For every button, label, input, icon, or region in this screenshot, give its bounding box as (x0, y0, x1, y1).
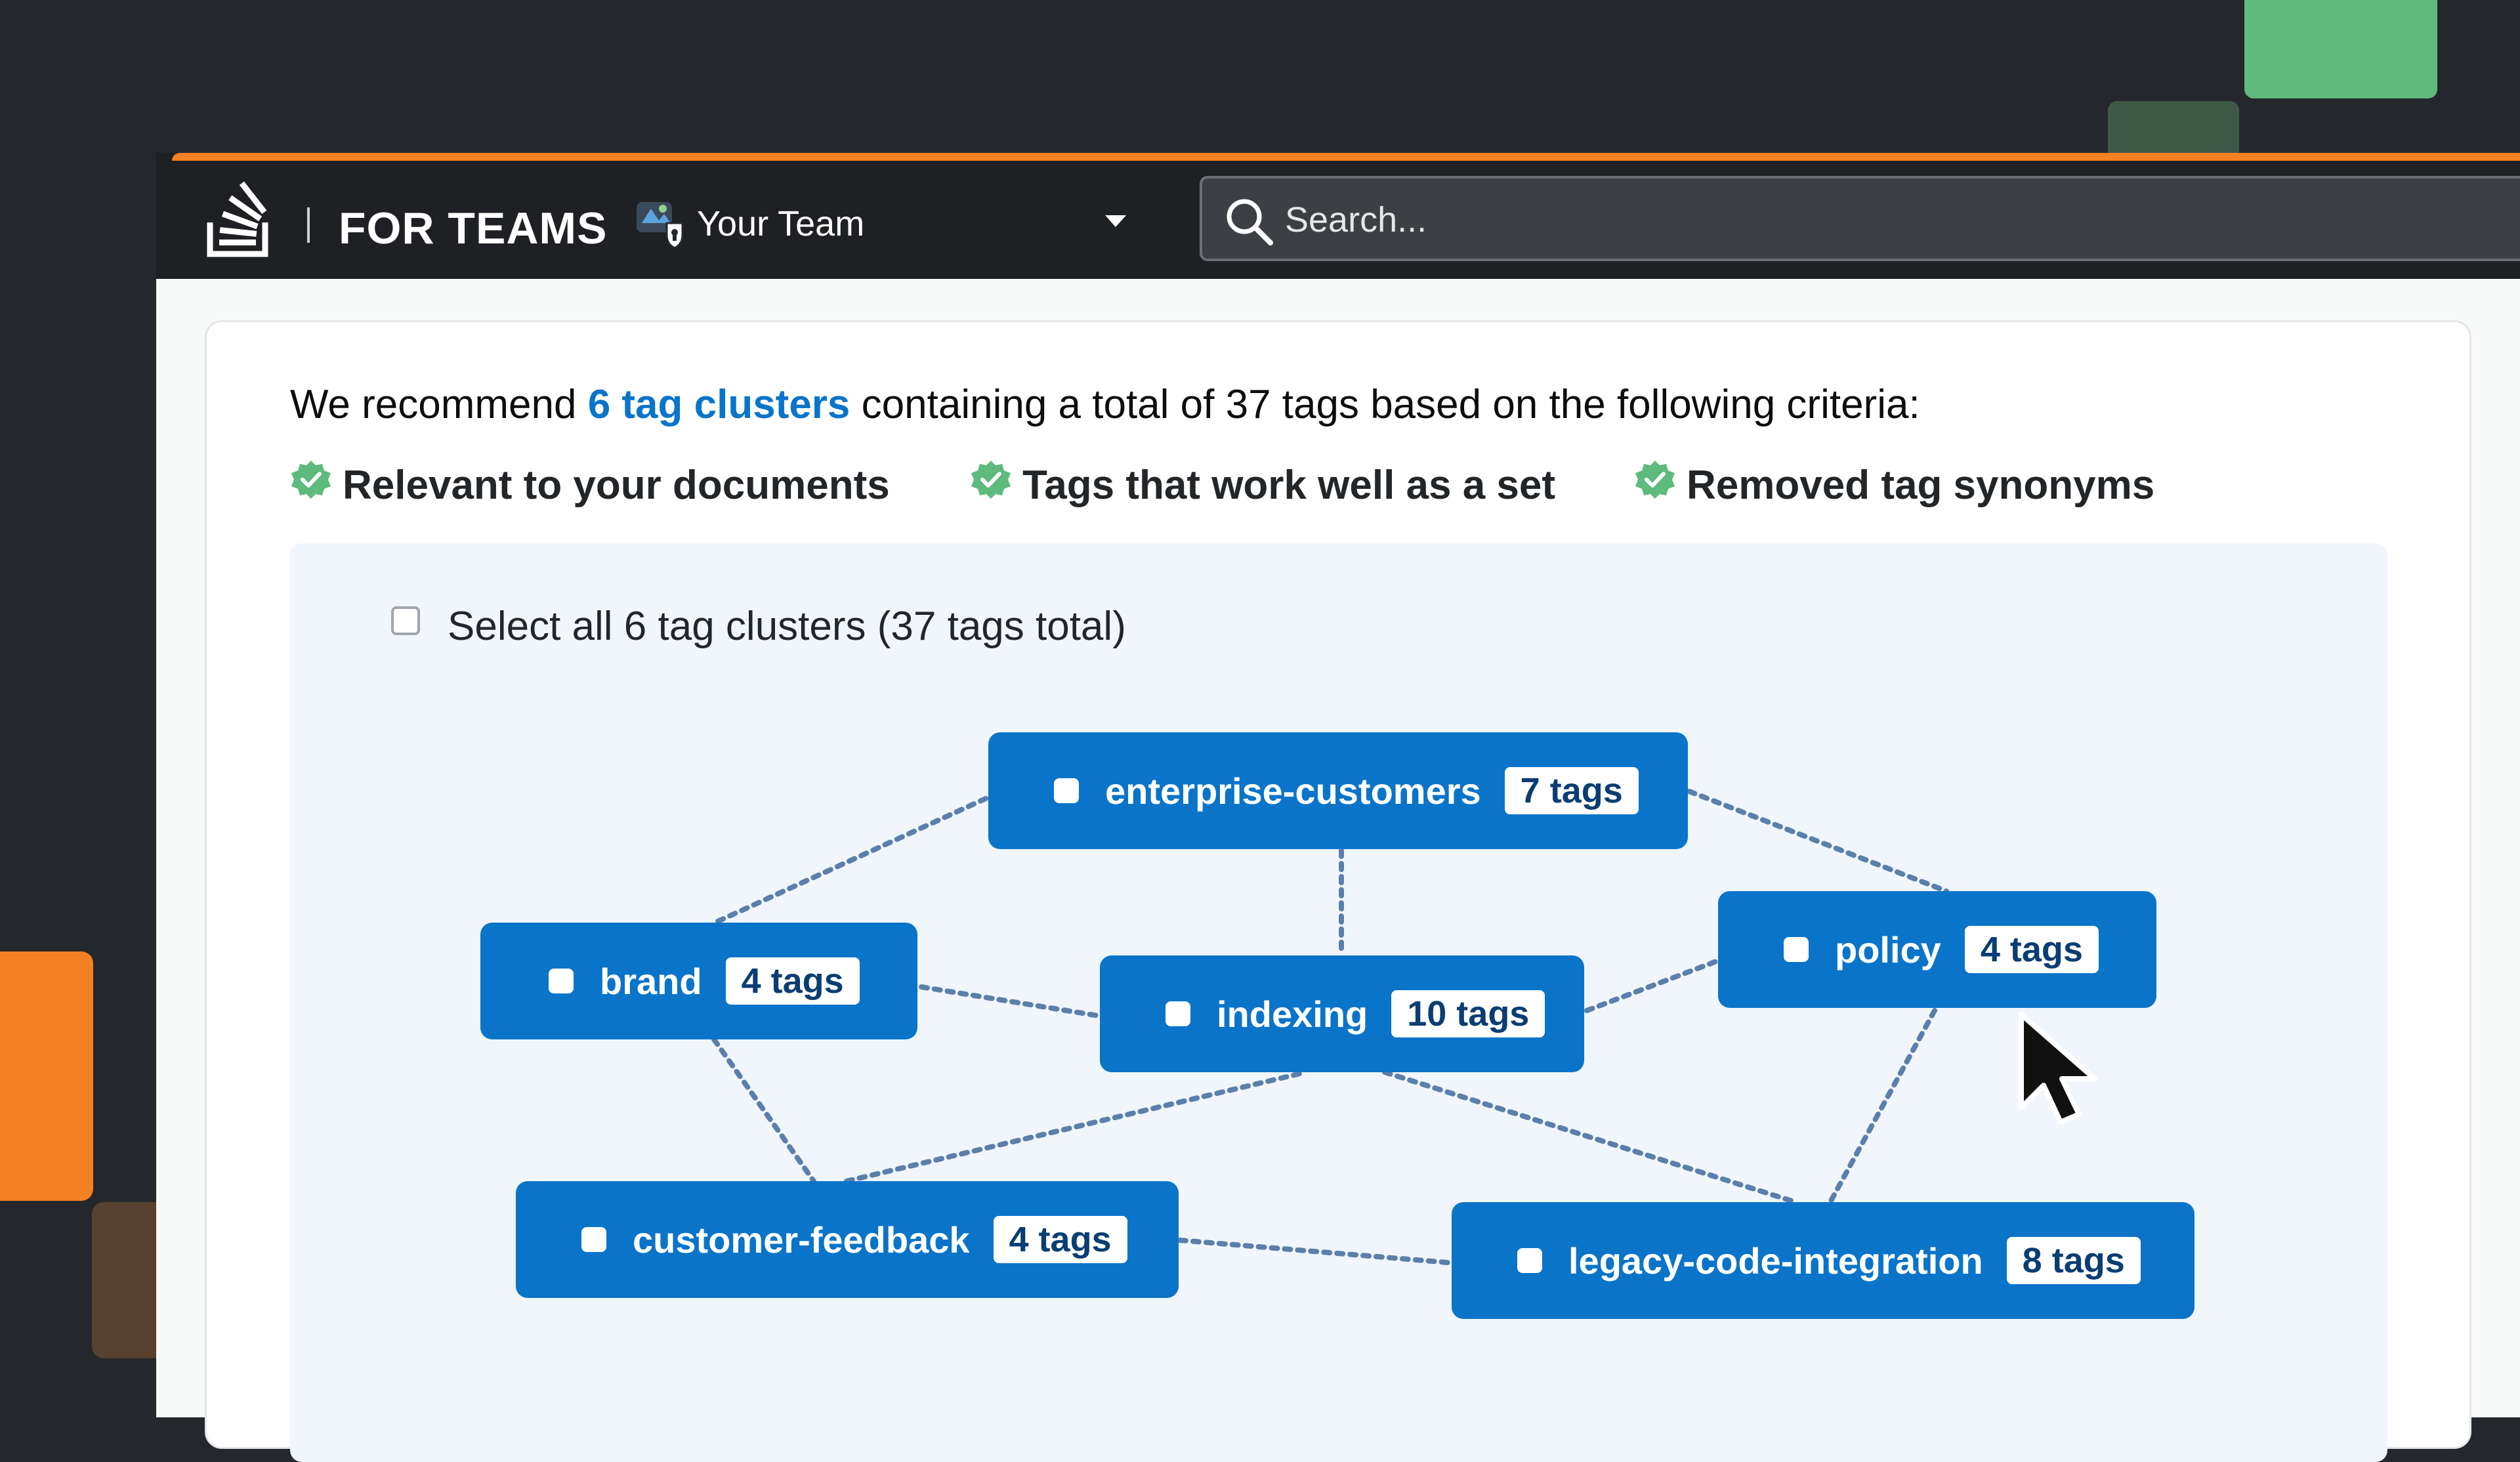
cluster-node-indexing[interactable]: indexing 10 tags (1100, 955, 1584, 1072)
criterion-synonyms: Removed tag synonyms (1687, 463, 2155, 508)
criterion-set: Tags that work well as a set (1022, 463, 1556, 508)
cluster-name: brand (600, 960, 702, 1002)
link-line (1584, 958, 1721, 1013)
cluster-tag-count: 7 tags (1504, 767, 1639, 814)
recommendation-suffix: containing a total of 37 tags based on t… (850, 382, 1920, 427)
verified-check-icon (291, 461, 331, 499)
brand-text[interactable]: FOR TEAMS (339, 203, 608, 253)
cluster-connections (711, 789, 1949, 1265)
stack-overflow-logo-icon[interactable] (205, 180, 277, 259)
link-line (919, 984, 1101, 1018)
link-line (844, 1070, 1309, 1184)
search-input[interactable] (1285, 192, 2466, 248)
decor-brown-block (92, 1202, 164, 1358)
link-line (1687, 789, 1949, 894)
top-bar-accent-line (172, 153, 2520, 161)
cluster-checkbox[interactable] (1166, 1001, 1190, 1026)
cluster-node-brand[interactable]: brand 4 tags (480, 923, 917, 1039)
select-all-label[interactable]: Select all 6 tag clusters (37 tags total… (448, 604, 1126, 649)
cluster-checkbox[interactable] (549, 969, 574, 993)
cluster-tag-count: 8 tags (2006, 1237, 2141, 1284)
cluster-name: enterprise-customers (1105, 770, 1481, 812)
cluster-name: customer-feedback (633, 1219, 970, 1261)
link-line (1177, 1238, 1450, 1265)
decor-dark-green-block (2108, 101, 2239, 154)
link-line (1828, 1008, 1937, 1203)
decor-green-block (2244, 0, 2437, 98)
cluster-tag-count: 4 tags (993, 1216, 1127, 1263)
link-line (1382, 1070, 1794, 1203)
cluster-tag-count: 10 tags (1391, 990, 1545, 1037)
cluster-name: policy (1835, 929, 1941, 971)
recommendation-prefix: We recommend (290, 382, 588, 427)
decor-orange-block (0, 951, 93, 1201)
select-all-checkbox[interactable] (391, 606, 420, 635)
mouse-cursor-icon (2019, 1012, 2097, 1125)
search-icon (1223, 196, 1276, 248)
cluster-node-legacy-code-integration[interactable]: legacy-code-integration 8 tags (1452, 1202, 2194, 1319)
cluster-checkbox[interactable] (1517, 1248, 1542, 1273)
recommendation-text: We recommend 6 tag clusters containing a… (290, 375, 1920, 434)
team-name[interactable]: Your Team (697, 204, 865, 243)
criterion-relevant: Relevant to your documents (343, 463, 890, 508)
logo-separator (307, 207, 310, 243)
cluster-checkbox[interactable] (1054, 778, 1079, 803)
cluster-tag-count: 4 tags (1964, 926, 2099, 973)
link-line (711, 1037, 816, 1184)
cluster-checkbox[interactable] (581, 1227, 606, 1252)
cluster-tag-count: 4 tags (725, 957, 860, 1005)
search-bar[interactable] (1200, 176, 2520, 261)
cluster-checkbox[interactable] (1784, 937, 1809, 962)
verified-check-icon (971, 461, 1011, 499)
cluster-node-policy[interactable]: policy 4 tags (1718, 891, 2156, 1008)
link-line (715, 795, 990, 924)
cluster-node-enterprise-customers[interactable]: enterprise-customers 7 tags (988, 732, 1688, 849)
cluster-name: legacy-code-integration (1568, 1240, 1983, 1282)
tag-clusters-link[interactable]: 6 tag clusters (587, 382, 850, 427)
verified-check-icon (1635, 461, 1675, 499)
team-avatar-icon[interactable] (634, 197, 686, 249)
team-dropdown-chevron-down-icon[interactable] (1105, 215, 1126, 227)
cluster-node-customer-feedback[interactable]: customer-feedback 4 tags (516, 1181, 1179, 1298)
cluster-name: indexing (1217, 993, 1368, 1035)
